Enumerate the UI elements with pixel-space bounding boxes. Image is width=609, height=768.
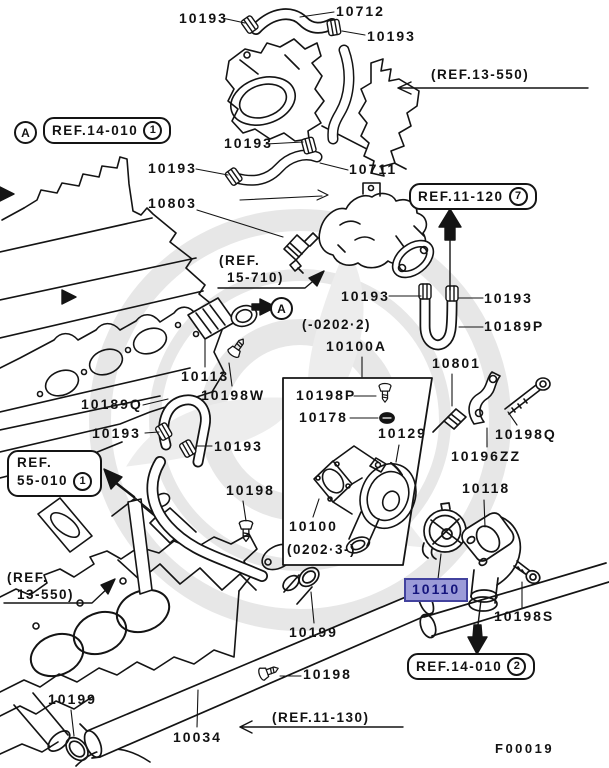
part-label-selected[interactable]: 10110 xyxy=(404,578,469,602)
part-label[interactable]: 10803 xyxy=(148,195,197,211)
ref-box: REF.14-010 2 xyxy=(407,653,536,680)
part-label[interactable]: 10193 xyxy=(92,425,141,441)
figure-code: F00019 xyxy=(495,741,555,756)
part-label[interactable]: 10193 xyxy=(224,135,273,151)
thermostat-case-box xyxy=(282,377,433,566)
ref-box-badge: 7 xyxy=(508,187,528,206)
hoses-and-small-parts xyxy=(154,283,551,682)
part-label[interactable]: 10100A xyxy=(326,338,388,354)
leader-lines xyxy=(70,11,523,737)
ref-note-line2: 15-710) xyxy=(227,269,285,285)
ref-note: (REF. 13-550) xyxy=(7,570,74,604)
reference-arrows xyxy=(0,81,589,734)
ref-box: REF. 55-010 1 xyxy=(7,450,103,497)
part-label[interactable]: 10198 xyxy=(303,666,352,682)
part-label[interactable]: 10129 xyxy=(378,425,427,441)
part-label[interactable]: 10178 xyxy=(299,409,348,425)
part-label[interactable]: 10198 xyxy=(226,482,275,498)
part-label[interactable]: 10189Q xyxy=(81,396,143,412)
view-marker-a: A xyxy=(270,297,293,320)
date-range-note: (0202·3-) xyxy=(287,542,357,557)
ref-note-line2: 13-550) xyxy=(17,586,75,602)
part-label[interactable]: 10189P xyxy=(484,318,545,334)
ref-box: REF.11-120 7 xyxy=(409,183,537,210)
part-label[interactable]: 10193 xyxy=(214,438,263,454)
ref-note: (REF.13-550) xyxy=(431,67,530,82)
ref-box-badge: 1 xyxy=(73,471,93,491)
ref-box-badge: 1 xyxy=(143,121,163,140)
part-label[interactable]: 10118 xyxy=(462,480,511,496)
ref-note-line1: (REF. xyxy=(219,253,261,268)
part-label[interactable]: 10711 xyxy=(349,161,398,177)
throttle-body-drawing xyxy=(223,8,420,187)
ref-note: (REF. 15-710) xyxy=(219,253,284,287)
part-label[interactable]: 10199 xyxy=(48,691,97,707)
date-range-note: (-0202·2) xyxy=(302,317,372,332)
part-label[interactable]: 10034 xyxy=(173,729,222,745)
part-label[interactable]: 10100 xyxy=(289,518,338,534)
ref-box-label: REF.11-120 xyxy=(418,188,504,204)
ref-box: REF.14-010 1 xyxy=(43,117,172,144)
ref-box-badge: 2 xyxy=(507,657,527,676)
part-label[interactable]: 10198P xyxy=(296,387,357,403)
ref-box-label: REF. xyxy=(17,455,53,470)
ref-box-label: REF.14-010 xyxy=(52,122,139,138)
part-label[interactable]: 10193 xyxy=(341,288,390,304)
part-label[interactable]: 10113 xyxy=(181,368,230,384)
part-label[interactable]: 10193 xyxy=(484,290,533,306)
part-label[interactable]: 10193 xyxy=(148,160,197,176)
view-marker-a: A xyxy=(14,121,37,144)
part-label[interactable]: 10801 xyxy=(432,355,481,371)
water-outlet-drawing xyxy=(283,182,435,279)
ref-note-line1: (REF. xyxy=(7,570,49,585)
part-label[interactable]: 10196ZZ xyxy=(451,448,522,464)
ref-note: (REF.11-130) xyxy=(272,710,370,725)
ref-box-label: 55-010 xyxy=(17,473,69,489)
part-label[interactable]: 10198Q xyxy=(495,426,557,442)
part-label[interactable]: 10193 xyxy=(179,10,228,26)
part-label[interactable]: 10712 xyxy=(336,3,385,19)
ref-box-label: REF.14-010 xyxy=(416,658,503,674)
thermostat-inlet-drawing xyxy=(421,502,541,612)
part-label[interactable]: 10198S xyxy=(494,608,555,624)
part-label[interactable]: 10199 xyxy=(289,624,338,640)
part-label[interactable]: 10198W xyxy=(201,387,266,403)
part-label[interactable]: 10193 xyxy=(367,28,416,44)
